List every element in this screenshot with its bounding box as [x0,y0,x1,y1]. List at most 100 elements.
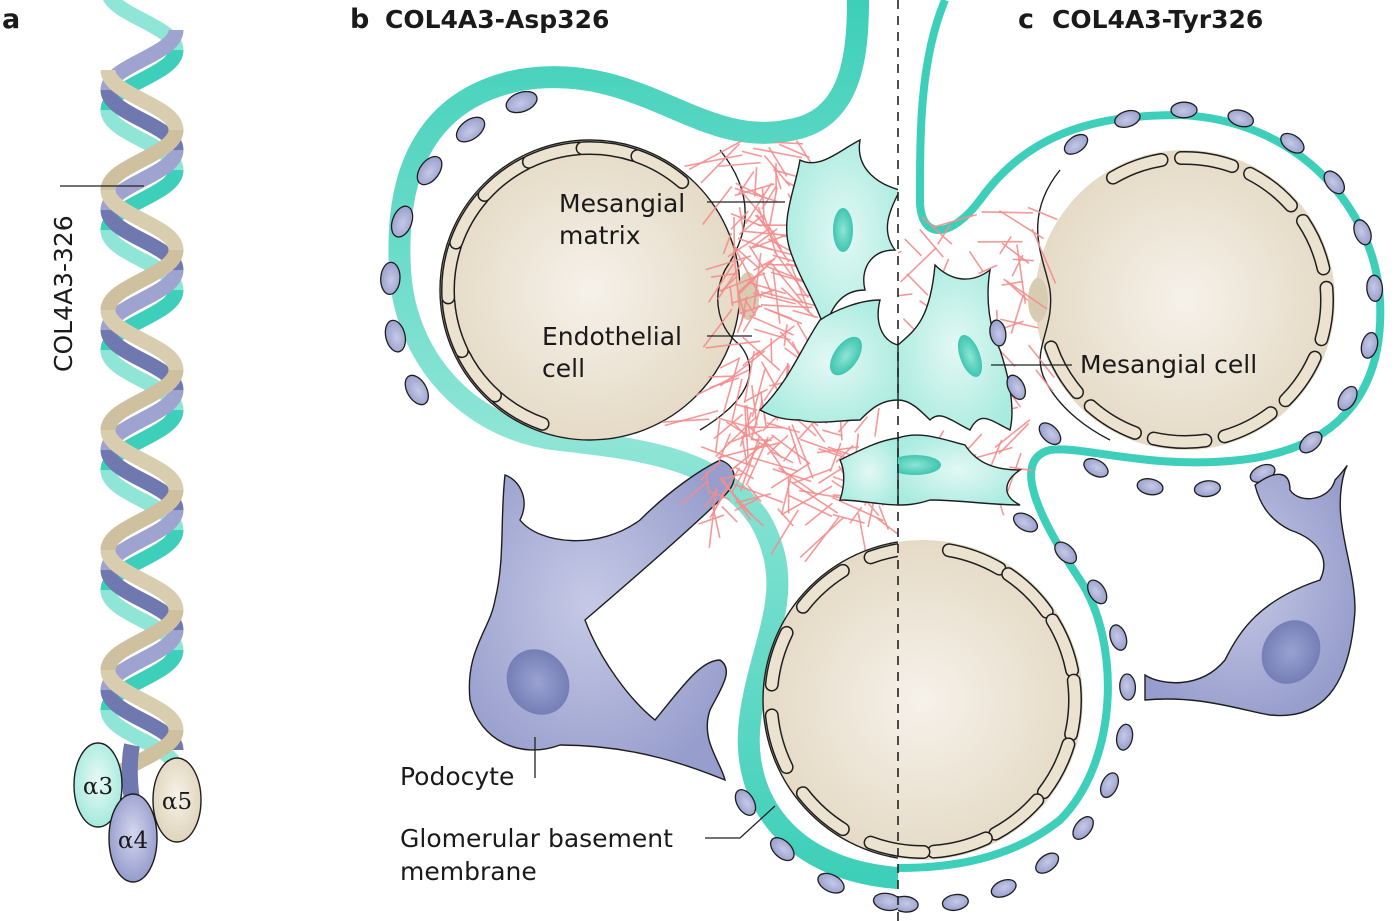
capillary-b [439,139,759,441]
label-endothelial-cell: Endothelial cell [542,322,752,383]
matrix-fibre [854,416,868,433]
matrix-fibre [739,435,761,492]
matrix-fibre [718,477,754,517]
matrix-fibre [744,182,773,225]
podocyte-body [468,459,735,782]
helix-strand-segment [100,248,184,312]
matrix-fibre [713,413,744,440]
matrix-fibre [1035,369,1054,392]
matrix-fibre [898,293,913,297]
matrix-fibre [772,165,782,190]
matrix-fibre [717,257,746,300]
leader-line [705,805,776,839]
mesangial-cell [758,299,898,423]
matrix-fibre [981,211,1033,214]
matrix-fibre [705,340,761,349]
matrix-fibre [811,424,826,443]
foot-process [1299,431,1323,454]
matrix-fibre [788,494,833,518]
matrix-fibre [662,418,710,423]
matrix-fibre [972,446,1013,460]
matrix-fibre [791,424,814,479]
alpha3-domain [73,742,123,828]
foot-process [817,872,845,894]
matrix-fibre [789,480,839,514]
helix-strand-segment [100,608,184,672]
fenestra [1148,433,1211,448]
matrix-fibre [753,258,775,271]
matrix-fibre [664,409,719,427]
matrix-fibre [727,227,770,258]
matrix-fibre [770,338,773,363]
panel-b-title: COL4A3-Asp326 [385,5,609,34]
matrix-fibre [770,462,811,489]
matrix-fibre [744,405,749,459]
fenestra [865,544,898,563]
matrix-fibre [679,481,708,506]
capillary-bottom-b [762,541,898,859]
fenestra [1046,614,1078,676]
endothelial-fenestrae [1044,151,1334,449]
foot-process [1280,132,1305,154]
matrix-fibre [772,254,798,263]
matrix-fibre [719,350,766,387]
matrix-fibre [733,466,754,480]
fenestra [1038,738,1074,798]
fenestra [989,794,1043,840]
endothelial-fenestrae-bottom-c [898,543,1082,859]
fenestra [766,627,793,691]
matrix-fibre [702,308,733,348]
foot-process [1072,816,1094,840]
matrix-fibre [743,350,755,403]
foot-process [1115,723,1134,751]
alpha5-label: α5 [162,789,192,815]
fenestra [1315,282,1333,345]
matrix-fibre [777,508,794,527]
matrix-fibre [1009,466,1033,472]
matrix-fibre [751,384,758,426]
foot-process [1170,101,1198,119]
helix-strand-segment [100,188,184,252]
helix-strand-segment [100,428,184,492]
matrix-fibre [751,456,799,473]
fenestra [631,150,688,188]
podocyte-body [1144,465,1356,717]
matrix-fibre [718,161,761,168]
fenestra [1085,400,1141,439]
label-line-2: cell [542,354,585,383]
foot-process [1114,109,1141,129]
matrix-fibre [900,247,937,283]
matrix-fibre [771,434,810,464]
matrix-fibre [988,439,1003,470]
panel-c-title: COL4A3-Tyr326 [1052,5,1263,34]
matrix-fibre [753,167,758,197]
matrix-fibre [835,444,854,463]
matrix-fibre [747,281,787,295]
matrix-fibre [736,288,746,318]
matrix-fibre [782,444,797,462]
podocyte-foot-processes-b [380,90,898,912]
matrix-fibre [722,232,733,255]
foot-process [989,319,1007,347]
matrix-fibre [876,517,898,536]
mesangial-nucleus [898,455,941,475]
matrix-fibre [829,442,842,472]
matrix-fibre [722,356,741,414]
fenestra [797,787,849,835]
matrix-fibre [721,505,738,523]
endothelial-cell-outline [1037,169,1111,441]
matrix-fibre [1006,280,1029,301]
foot-process [1337,385,1358,411]
matrix-fibre [754,214,776,235]
foot-process [1119,673,1137,701]
foot-process [1035,852,1060,874]
matrix-fibre [781,474,793,514]
fenestra [1219,407,1277,442]
matrix-fibre [723,472,744,480]
matrix-fibre [734,497,760,512]
helix-label: COL4A3-326 [49,215,78,372]
matrix-fibre [719,357,740,369]
matrix-fibre [760,304,813,309]
mesangial-cells-b [758,138,898,506]
